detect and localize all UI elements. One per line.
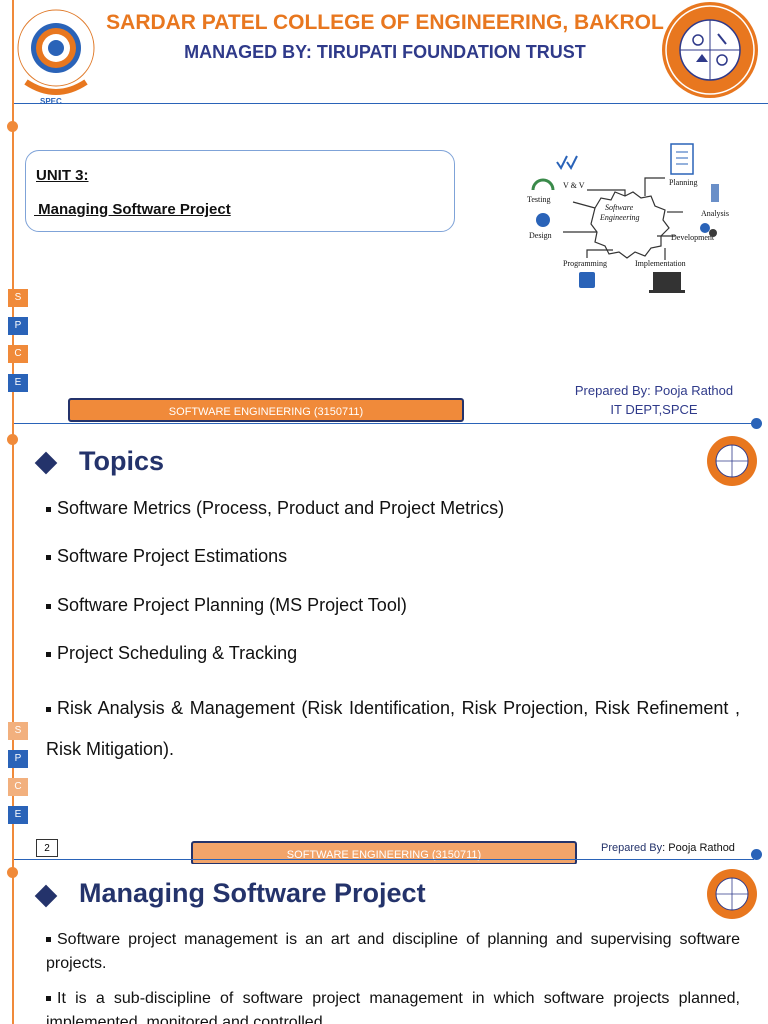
slide-title: Topics bbox=[79, 446, 165, 476]
rule-dot bbox=[7, 867, 18, 878]
college-seal-small bbox=[707, 436, 757, 486]
diagram-node-design: Design bbox=[529, 231, 552, 240]
spce-letter-p: P bbox=[8, 317, 28, 335]
slide-title: Managing Software Project bbox=[79, 878, 426, 908]
content-bullet-1: Software project management is an art an… bbox=[46, 931, 740, 972]
gauge-icon bbox=[531, 178, 555, 191]
gears-icon bbox=[700, 223, 717, 237]
slide-3: Managing Software Project Software proje… bbox=[0, 864, 768, 1024]
footer-course-bar: SOFTWARE ENGINEERING (3150711) bbox=[68, 398, 464, 422]
college-seal-small bbox=[707, 869, 757, 919]
topic-bullet-3: Software Project Planning (MS Project To… bbox=[46, 592, 740, 619]
footer-divider bbox=[14, 859, 754, 860]
prepared-by: Prepared By: Pooja Rathod bbox=[574, 383, 734, 398]
diagram-node-planning: Planning bbox=[669, 178, 697, 187]
slide-2: Topics Software Metrics (Process, Produc… bbox=[0, 432, 768, 864]
page-number: 2 bbox=[36, 839, 58, 857]
content-bullet-2: It is a sub-discipline of software proje… bbox=[46, 990, 740, 1024]
spce-letter-p: P bbox=[8, 750, 28, 768]
spce-letter-e: E bbox=[8, 806, 28, 824]
rule-dot bbox=[7, 434, 18, 445]
diagram-node-development: Development bbox=[671, 233, 715, 242]
unit-box: UNIT 3: Managing Software Project bbox=[25, 150, 455, 232]
slide-1: SPEC SARDAR PATEL COLLEGE OF ENGINEERING… bbox=[0, 0, 768, 432]
managed-by: MANAGED BY: TIRUPATI FOUNDATION TRUST bbox=[184, 42, 586, 62]
topic-bullet-5: Risk Analysis & Management (Risk Identif… bbox=[46, 698, 740, 759]
left-rule bbox=[12, 432, 14, 864]
spce-letter-c: C bbox=[8, 778, 28, 796]
diagram-node-programming: Programming bbox=[563, 259, 607, 268]
topic-bullet-1: Software Metrics (Process, Product and P… bbox=[46, 495, 740, 522]
spec-logo: SPEC bbox=[14, 4, 100, 106]
topic-bullet-4: Project Scheduling & Tracking bbox=[46, 640, 740, 667]
spce-letter-s: S bbox=[8, 289, 28, 307]
department: IT DEPT,SPCE bbox=[610, 402, 698, 417]
unit-label: UNIT 3: bbox=[36, 167, 89, 184]
microscope-icon bbox=[711, 184, 719, 202]
footer-dot bbox=[751, 418, 762, 429]
diagram-node-implementation: Implementation bbox=[635, 259, 686, 268]
footer-divider bbox=[14, 423, 754, 424]
laptop-icon bbox=[649, 272, 685, 293]
spce-letter-s: S bbox=[8, 722, 28, 740]
software-engineering-diagram: Software Engineering V & V Testing Desig… bbox=[525, 140, 735, 296]
footer-course-bar: SOFTWARE ENGINEERING (3150711) bbox=[191, 841, 577, 864]
rule-dot bbox=[7, 121, 18, 132]
header-divider bbox=[14, 103, 768, 104]
spce-letter-e: E bbox=[8, 374, 28, 392]
svg-text:Engineering: Engineering bbox=[599, 213, 640, 222]
head-gear-icon bbox=[536, 213, 550, 227]
prepared-by: Prepared By: Pooja Rathod bbox=[601, 842, 735, 854]
diagram-node-analysis: Analysis bbox=[701, 209, 729, 218]
checkmark-icon bbox=[556, 155, 578, 170]
footer-dot bbox=[751, 849, 762, 860]
clipboard-icon bbox=[670, 143, 694, 175]
left-rule bbox=[12, 0, 14, 432]
code-tablet-icon bbox=[579, 272, 595, 288]
diagram-center-label: Software bbox=[605, 203, 634, 212]
left-rule bbox=[12, 864, 14, 1024]
spec-logo-text: SPEC bbox=[40, 97, 62, 106]
spce-letter-c: C bbox=[8, 345, 28, 363]
college-seal bbox=[662, 2, 758, 98]
title-diamond-bullet bbox=[34, 884, 58, 908]
unit-title: Managing Software Project bbox=[34, 201, 231, 218]
title-diamond-bullet bbox=[34, 451, 58, 475]
topic-bullet-2: Software Project Estimations bbox=[46, 543, 740, 570]
diagram-node-vv: V & V bbox=[563, 181, 585, 190]
college-name: SARDAR PATEL COLLEGE OF ENGINEERING, BAK… bbox=[106, 11, 664, 34]
diagram-node-testing: Testing bbox=[527, 195, 550, 204]
